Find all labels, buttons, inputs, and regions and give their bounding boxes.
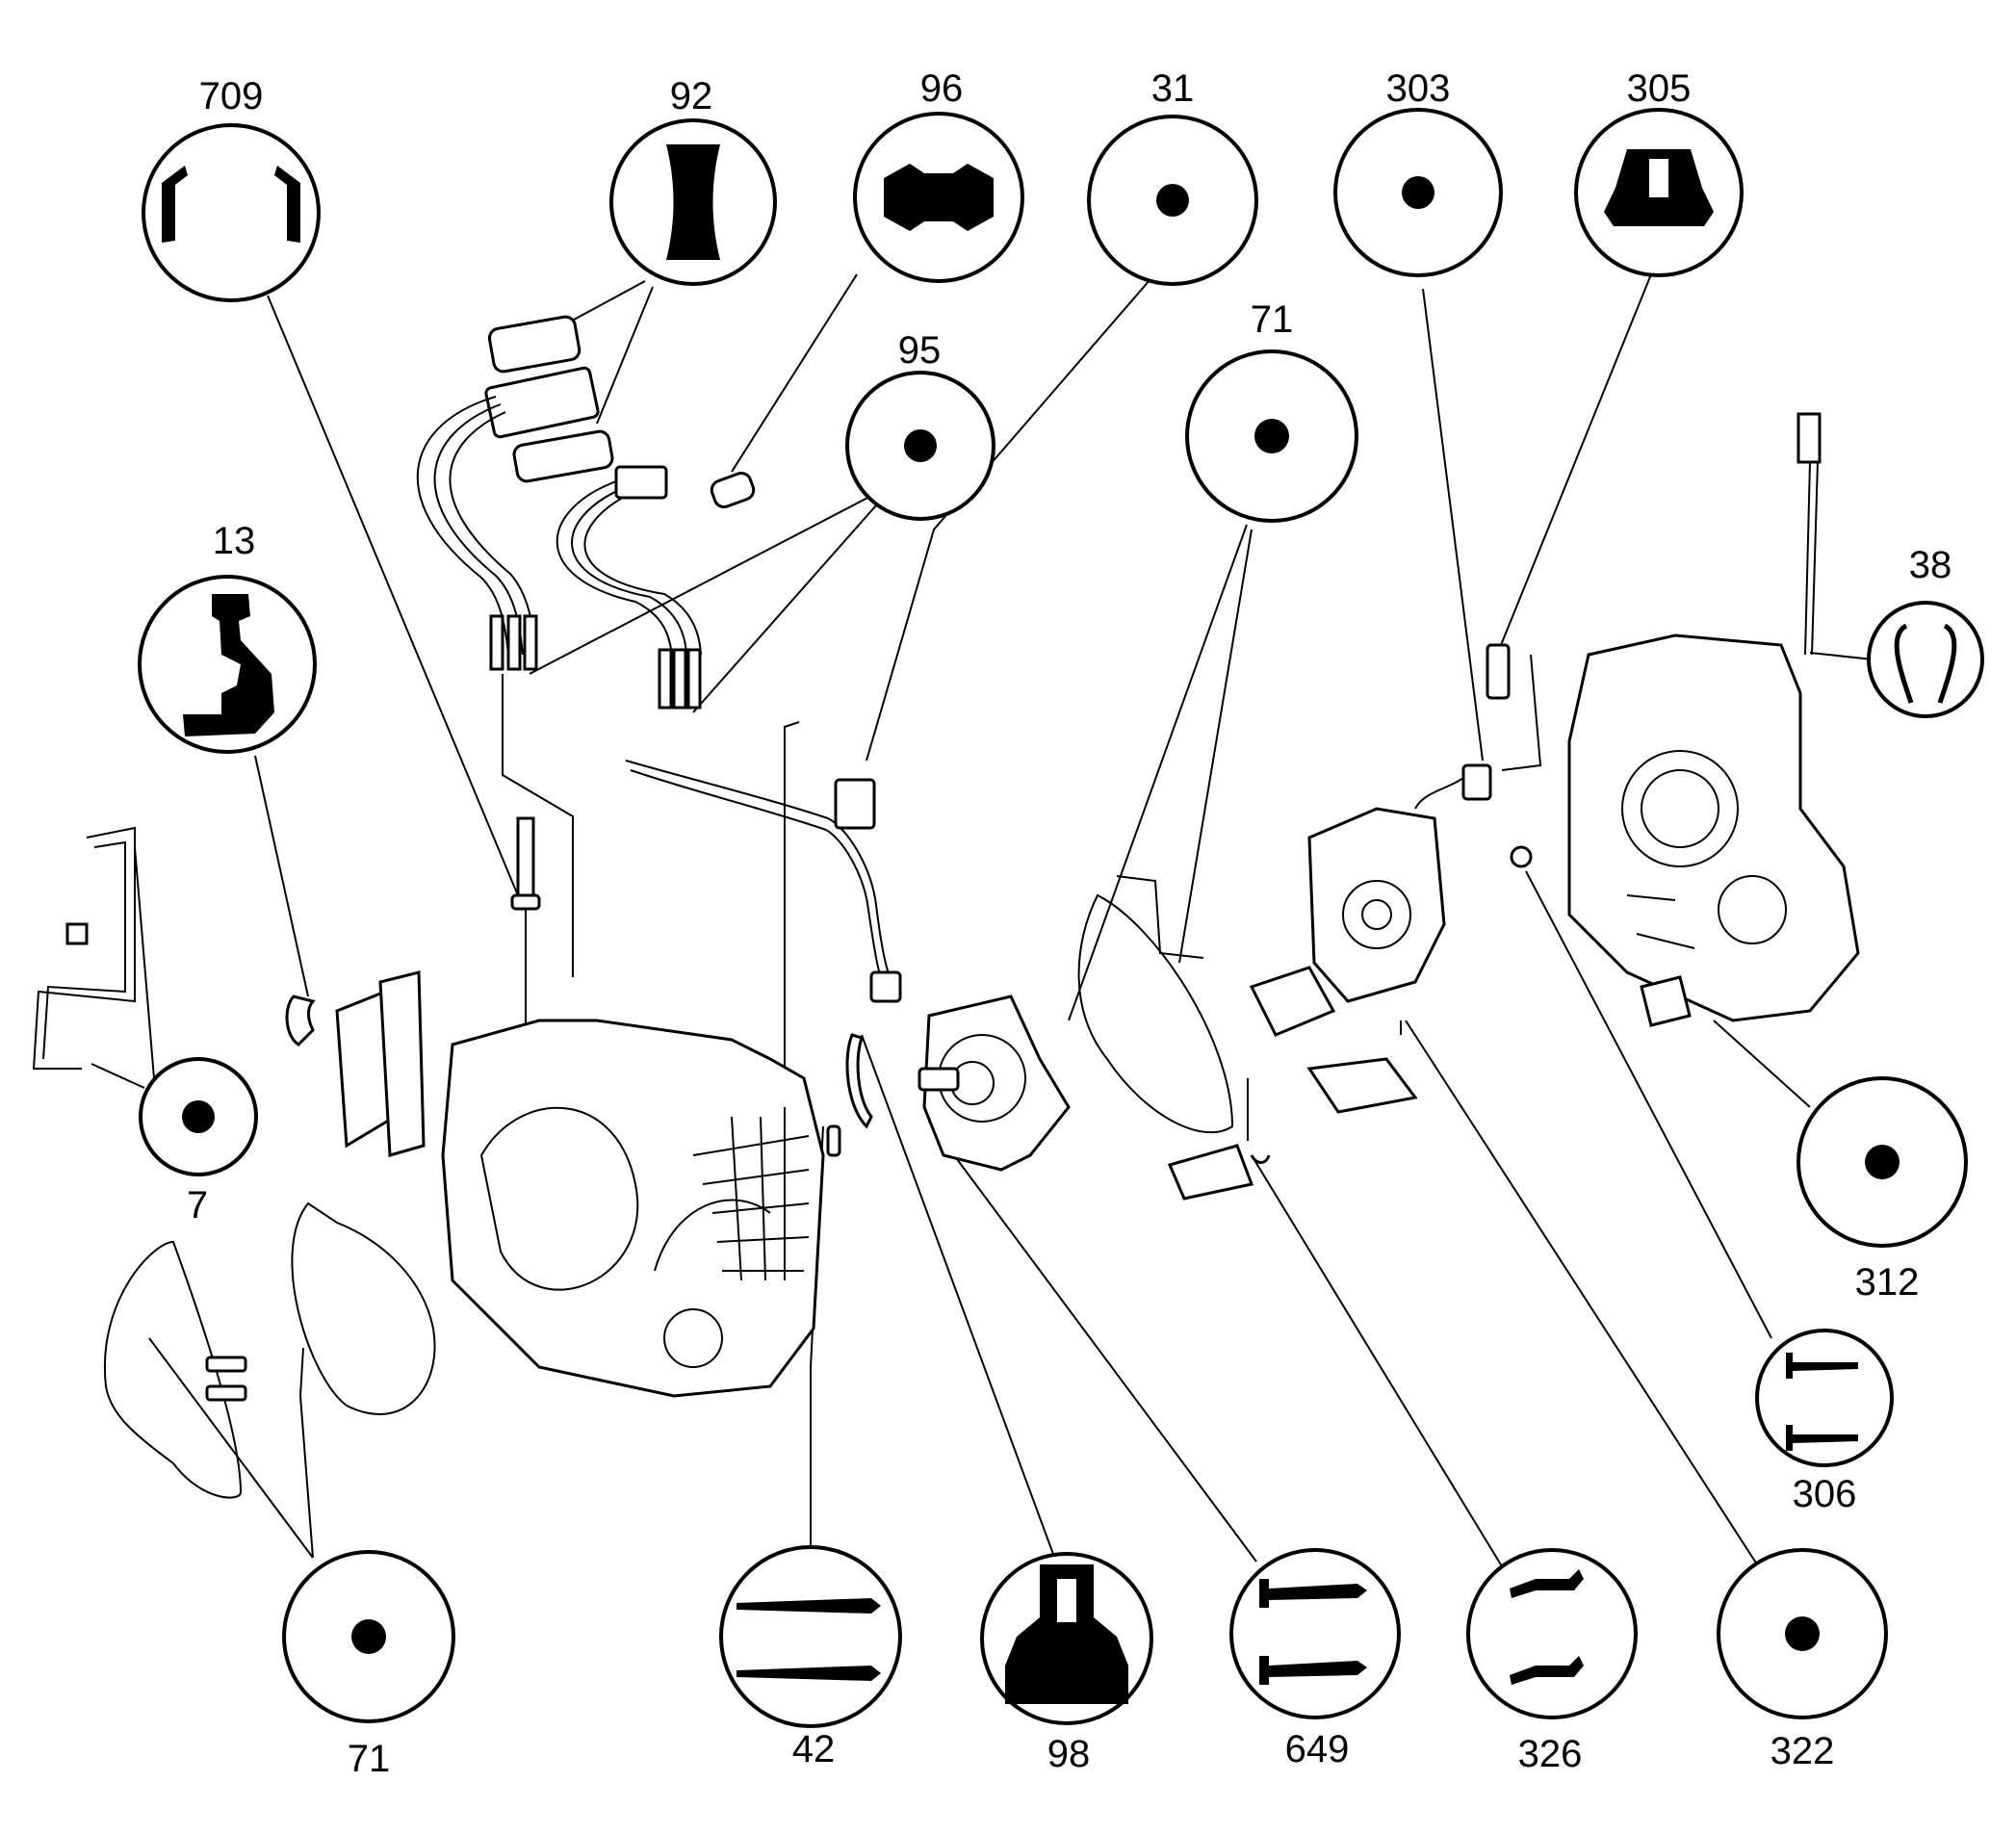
seal-lip-icon xyxy=(737,1598,881,1614)
svg-text:13: 13 xyxy=(213,520,256,562)
transmission-case xyxy=(441,1019,825,1398)
upper-gasket xyxy=(487,315,582,374)
svg-text:322: 322 xyxy=(1770,1730,1835,1772)
dot-icon xyxy=(1785,1616,1820,1651)
dot-icon xyxy=(1156,184,1189,217)
seal-lip-icon xyxy=(1510,1569,1584,1598)
seal-lip-icon xyxy=(1894,623,1914,704)
svg-text:305: 305 xyxy=(1627,67,1692,110)
seal-profile-icon xyxy=(1005,1564,1128,1704)
callout-306: 306 xyxy=(1755,1329,1894,1515)
callout-95: 95 xyxy=(845,329,995,521)
callout-71-bottom: 71 xyxy=(282,1550,455,1780)
callout-312: 312 xyxy=(1796,1076,1968,1304)
harness-connector xyxy=(614,465,668,500)
callout-322: 322 xyxy=(1717,1548,1888,1772)
dot-icon xyxy=(182,1100,215,1133)
svg-text:31: 31 xyxy=(1151,67,1195,110)
svg-text:649: 649 xyxy=(1285,1728,1350,1770)
lower-gasket xyxy=(512,429,614,483)
dot-icon xyxy=(1254,419,1289,453)
connector-block xyxy=(484,366,600,439)
callout-92: 92 xyxy=(609,75,777,286)
callout-305: 305 xyxy=(1574,67,1744,277)
svg-text:312: 312 xyxy=(1855,1261,1920,1304)
callout-13: 13 xyxy=(138,520,317,754)
sensor-pin xyxy=(489,614,504,671)
cover-assembly xyxy=(1307,807,1446,1003)
dot-icon xyxy=(1865,1145,1900,1179)
svg-text:326: 326 xyxy=(1518,1733,1583,1775)
callout-98: 98 xyxy=(980,1552,1153,1775)
dot-icon xyxy=(904,429,937,462)
svg-text:98: 98 xyxy=(1047,1733,1091,1775)
callout-96: 96 xyxy=(853,67,1024,283)
svg-text:306: 306 xyxy=(1793,1473,1857,1515)
svg-text:7: 7 xyxy=(187,1184,208,1227)
svg-text:71: 71 xyxy=(1251,298,1294,341)
seal-profile-icon xyxy=(183,594,274,736)
seal-lip-icon xyxy=(1786,1353,1858,1379)
callout-71-top: 71 xyxy=(1185,298,1358,523)
svg-text:303: 303 xyxy=(1386,67,1451,110)
callout-38: 38 xyxy=(1867,544,1984,718)
svg-text:96: 96 xyxy=(920,67,964,110)
leader-lines xyxy=(90,273,1874,1567)
gasket-icon xyxy=(666,144,720,260)
seal-lip-icon xyxy=(162,166,188,243)
callout-326: 326 xyxy=(1466,1548,1638,1775)
svg-text:42: 42 xyxy=(792,1728,836,1770)
svg-text:71: 71 xyxy=(348,1738,391,1780)
transmission-parts xyxy=(32,315,1860,1499)
dot-icon xyxy=(1402,176,1434,209)
svg-text:38: 38 xyxy=(1909,544,1952,586)
callout-42: 42 xyxy=(719,1545,902,1770)
seal-lip-icon xyxy=(1259,1579,1367,1608)
callout-303: 303 xyxy=(1333,67,1503,277)
callout-7: 7 xyxy=(139,1057,258,1227)
seal-profile-icon xyxy=(884,164,994,231)
callout-649: 649 xyxy=(1229,1548,1401,1770)
callout-709: 709 xyxy=(142,75,321,302)
callout-label: 709 xyxy=(199,75,264,117)
svg-text:92: 92 xyxy=(670,75,713,117)
dot-icon xyxy=(351,1619,386,1654)
callout-31: 31 xyxy=(1087,67,1258,286)
svg-text:95: 95 xyxy=(898,329,942,372)
